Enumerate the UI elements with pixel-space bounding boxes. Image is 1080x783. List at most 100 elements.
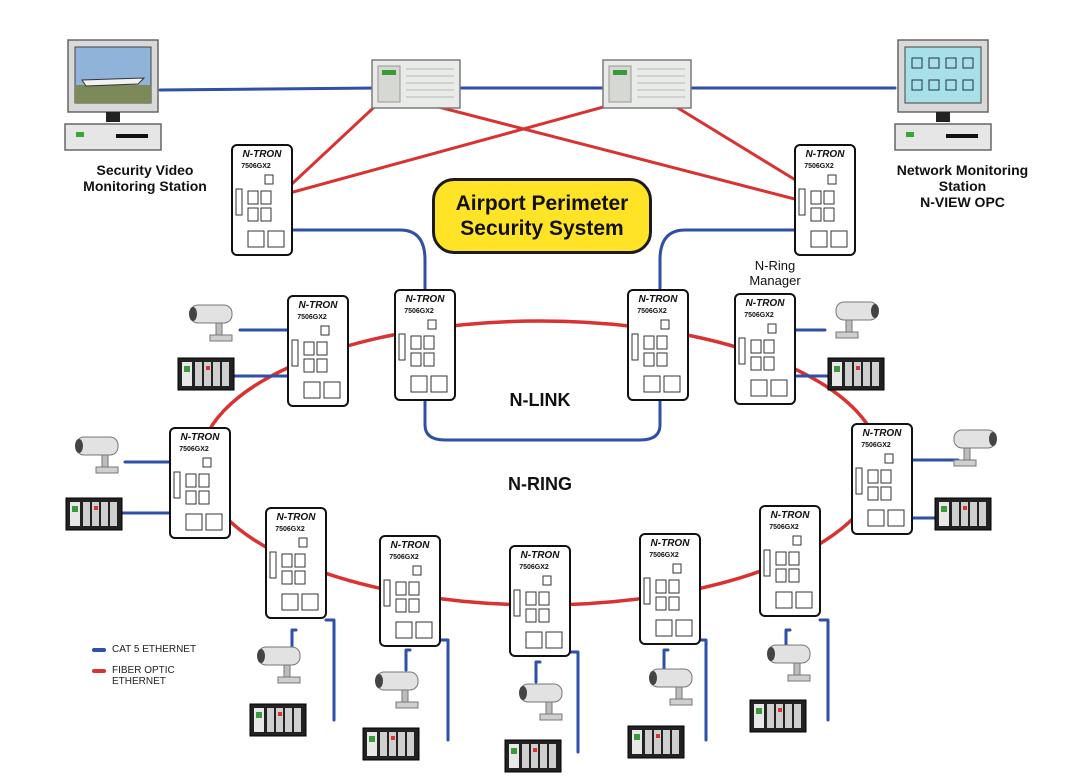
ethernet-port (788, 551, 800, 566)
io-status-led (369, 736, 375, 742)
diagram-node-icon (962, 79, 974, 91)
ethernet-port (423, 352, 435, 367)
camera-mount (101, 454, 109, 468)
nring-label: N-RING (508, 474, 572, 494)
server-left (371, 59, 461, 109)
status-led-strip (738, 337, 746, 365)
security-camera-icon (75, 436, 119, 474)
diagram-node-icon (928, 57, 940, 69)
fiber-port (545, 631, 563, 649)
drive-slot (946, 134, 978, 138)
io-module (776, 704, 783, 728)
camera-mount (963, 447, 971, 461)
io-module (939, 502, 949, 526)
usb-port (320, 325, 330, 336)
left-station-label: Security Video Monitoring Station (60, 162, 230, 194)
monitor-stand (936, 112, 950, 122)
ethernet-port (316, 341, 328, 356)
ethernet-port (408, 598, 420, 613)
io-status-led (756, 708, 762, 714)
camera-lens (189, 307, 197, 321)
io-rack-icon (65, 497, 123, 531)
ethernet-port (810, 190, 822, 205)
ethernet-port (198, 473, 210, 488)
camera-base (669, 698, 693, 706)
diagram-node-icon (928, 79, 940, 91)
io-module (267, 708, 274, 732)
io-module (531, 744, 538, 768)
io-module (832, 362, 842, 386)
switch-brand: N-TRON (391, 540, 431, 551)
security-camera-icon (835, 301, 879, 339)
ethernet-port (303, 358, 315, 373)
nlink-cat5 (423, 398, 662, 442)
io-module (854, 362, 861, 386)
io-status-led (256, 712, 262, 718)
cat5-drop-link (696, 638, 708, 742)
switch-brand: N-TRON (771, 510, 811, 521)
monitor-stand (106, 112, 120, 122)
io-status-led (963, 506, 967, 510)
io-module (845, 362, 852, 386)
io-module (952, 502, 959, 526)
camera-base (835, 331, 859, 339)
power-led (906, 132, 914, 137)
fiber-port (675, 619, 693, 637)
cat5-camera-link (404, 648, 412, 672)
usb-port (660, 319, 670, 330)
io-status-led (391, 736, 395, 740)
ethernet-port (810, 207, 822, 222)
switch-model: 7506GX2 (804, 163, 834, 170)
io-module (83, 502, 90, 526)
network-monitoring-station (894, 39, 992, 151)
io-module (101, 502, 108, 526)
io-module (979, 502, 986, 526)
io-module (549, 744, 556, 768)
ethernet-port (525, 608, 537, 623)
switch-brand: N-TRON (181, 432, 221, 443)
usb-port (202, 457, 212, 468)
io-module (654, 730, 661, 754)
usb-port (827, 174, 837, 185)
io-status-led (778, 708, 782, 712)
switch-brand: N-TRON (863, 428, 903, 439)
switch-model: 7506GX2 (297, 314, 327, 321)
io-rack-icon (749, 699, 807, 733)
io-rack-icon (627, 725, 685, 759)
camera-base (395, 701, 419, 709)
status-led-strip (269, 551, 277, 579)
usb-port (542, 575, 552, 586)
server-right (602, 59, 692, 109)
security-camera-icon (649, 668, 693, 706)
camera-lens (375, 674, 383, 688)
status-led-strip (513, 589, 521, 617)
server-led (382, 70, 396, 75)
io-module (92, 502, 99, 526)
io-module (254, 708, 264, 732)
io-module (794, 704, 801, 728)
ethernet-port (260, 207, 272, 222)
io-module (213, 362, 220, 386)
ethernet-port (260, 190, 272, 205)
io-module (961, 502, 968, 526)
camera-mount (793, 662, 801, 676)
fiber-port (205, 513, 223, 531)
io-module (754, 704, 764, 728)
cat5-uplink-left (260, 228, 427, 302)
io-status-led (94, 506, 98, 510)
switch-model: 7506GX2 (275, 526, 305, 533)
cat5-drop-link (438, 638, 450, 742)
ethernet-port (750, 356, 762, 371)
switch-brand: N-TRON (406, 294, 446, 305)
camera-mount (401, 689, 409, 703)
monitor-screen (904, 46, 982, 104)
airplane-icon (81, 77, 146, 87)
usb-port (672, 563, 682, 574)
security-camera-icon (953, 429, 997, 467)
status-led-strip (798, 188, 806, 216)
power-led (76, 132, 84, 137)
